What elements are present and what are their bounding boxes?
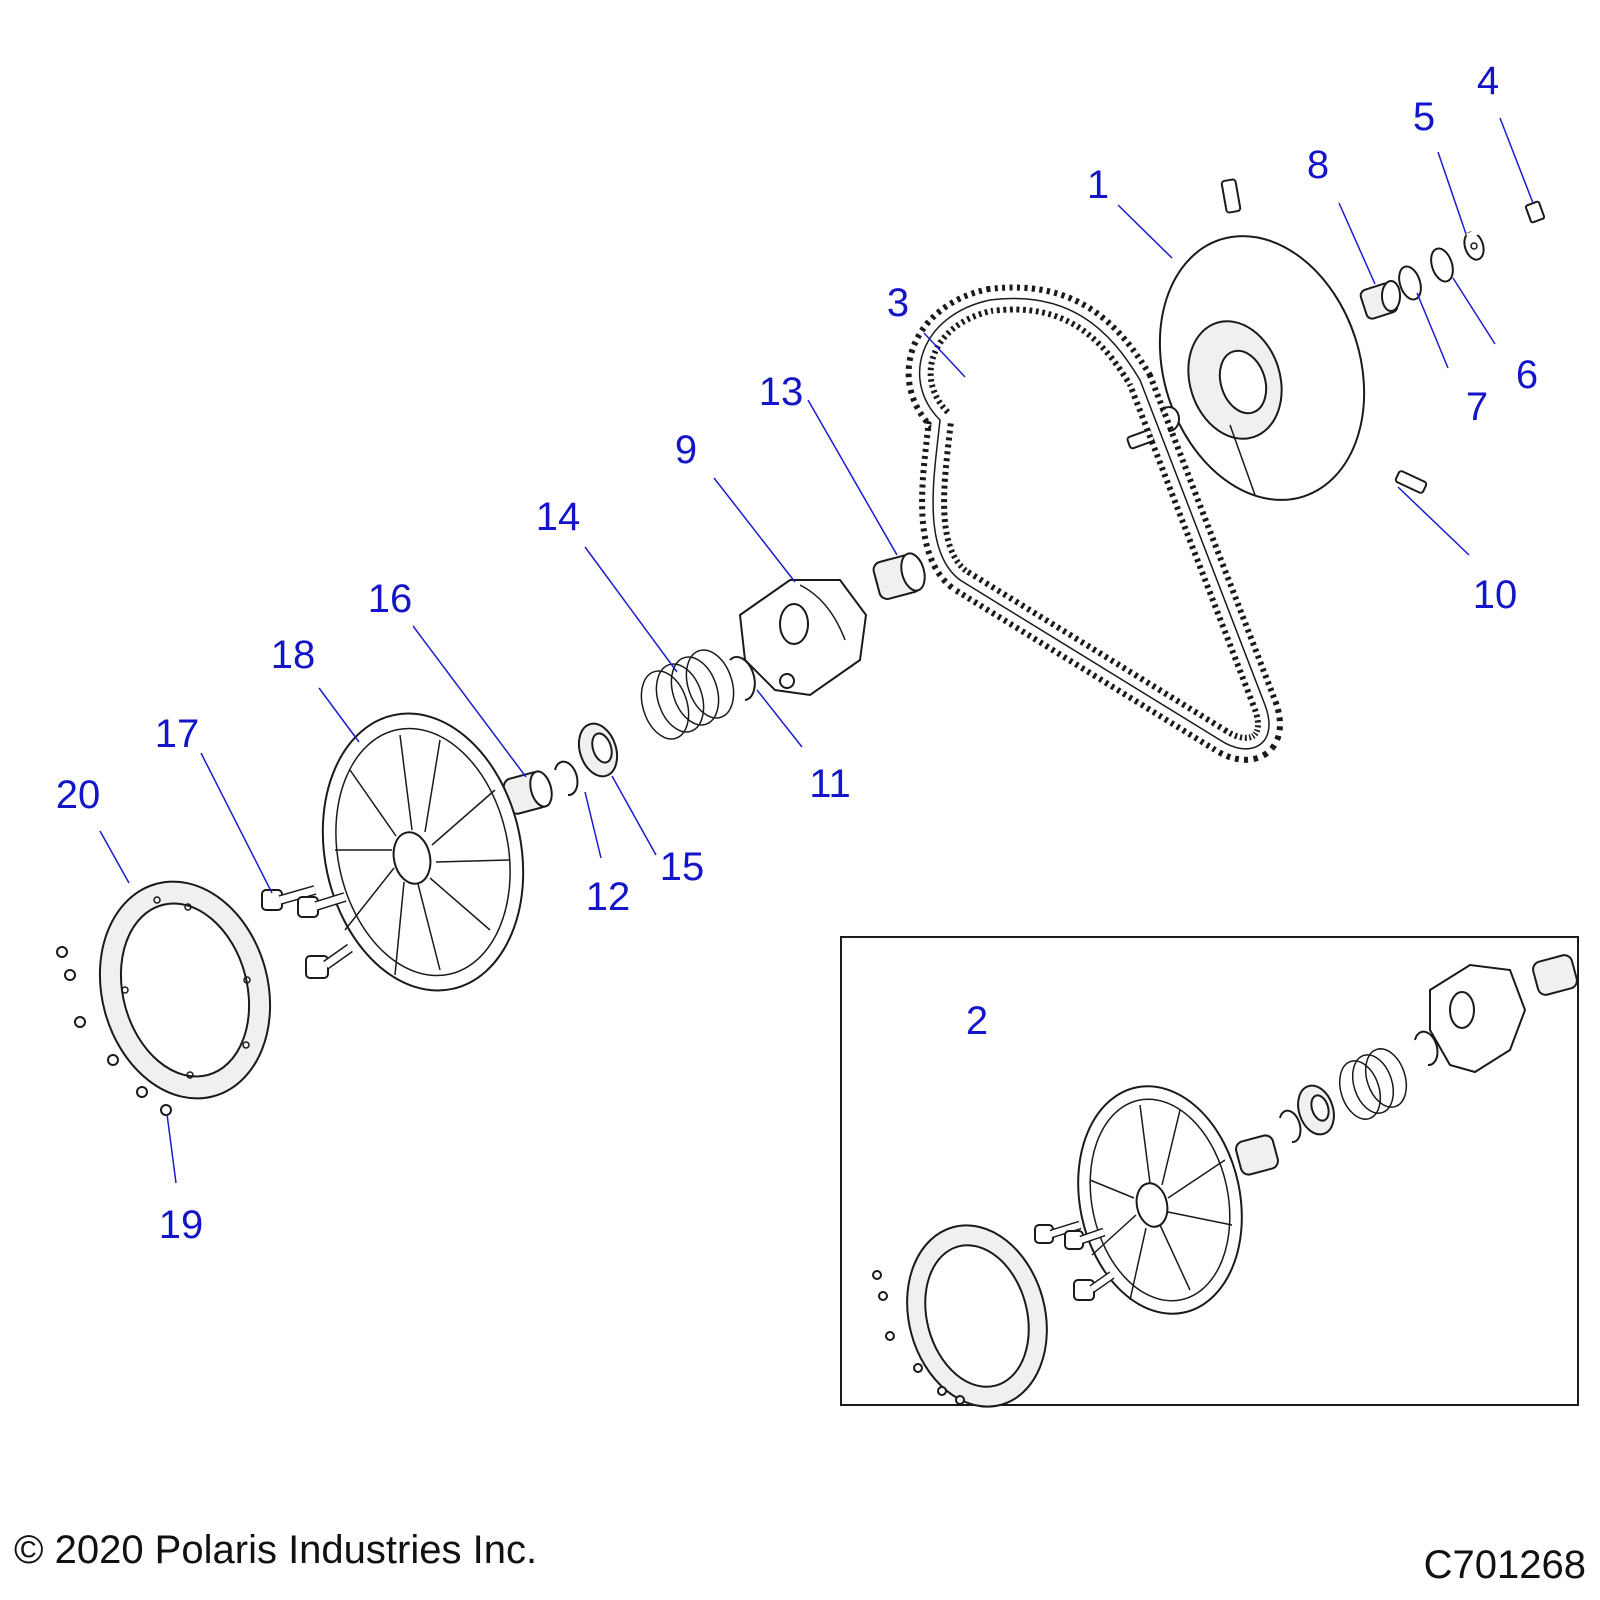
part-12-snap-ring [554,760,579,797]
callout-7: 7 [1466,385,1488,429]
part-17-bolts [261,885,353,979]
callout-17: 17 [155,712,200,756]
part-13-bushing [872,552,926,600]
callout-18: 18 [271,633,316,677]
callout-9: 9 [675,428,697,472]
callout-13: 13 [759,370,804,414]
part-3-drive-belt [905,284,1283,763]
drawing-number: C701268 [1423,1543,1586,1587]
leader-lines [99,117,1534,1184]
copyright-notice: © 2020 Polaris Industries Inc. [14,1528,538,1572]
callout-1: 1 [1087,163,1109,207]
callout-5: 5 [1413,95,1435,139]
part-11-snap-ring [729,656,756,701]
callout-4: 4 [1477,59,1499,103]
callout-2: 2 [966,999,988,1043]
callout-10: 10 [1473,573,1518,617]
part-6-o-ring [1430,247,1454,283]
callout-8: 8 [1307,143,1329,187]
part-15-seal [577,722,619,778]
part-10-pin [1394,470,1428,494]
part-19-screws [56,946,172,1116]
part-4-bolt [1466,200,1546,239]
part-20-gasket [98,880,272,1100]
part-9-spider [738,579,868,697]
callout-14: 14 [536,495,581,539]
callout-16: 16 [368,577,413,621]
callout-3: 3 [887,281,909,325]
part-7-o-ring [1398,265,1422,301]
callout-12: 12 [586,875,631,919]
part-14-spring [640,649,735,740]
callout-6: 6 [1516,353,1538,397]
part-8-bushing [1359,280,1401,320]
callout-19: 19 [159,1203,204,1247]
callout-15: 15 [660,845,705,889]
part-18-movable-sheave [321,712,525,992]
callouts: 1 2 3 4 5 6 7 8 9 10 11 12 13 14 15 16 1… [56,59,1538,1247]
callout-20: 20 [56,773,101,817]
part-1-sheave [1126,178,1366,501]
inset-assembly-2 [840,936,1579,1408]
callout-11: 11 [809,762,851,806]
